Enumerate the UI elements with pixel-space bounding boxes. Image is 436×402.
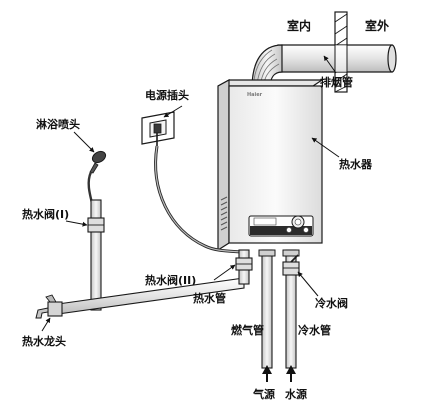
cold-valve	[282, 254, 300, 276]
cold-pipe-label: 冷水管	[298, 323, 331, 337]
brand-logo: Haier	[247, 92, 263, 98]
hot-valve-1-leader	[65, 220, 88, 227]
outdoor-label: 室外	[365, 18, 389, 33]
water-heater-label: 热水器	[339, 157, 373, 171]
cold-valve-leader	[297, 271, 319, 297]
exhaust-pipe-leader	[323, 55, 337, 74]
gas-pipe-label: 燃气管	[230, 323, 264, 337]
hot-faucet-label: 热水龙头	[22, 334, 66, 348]
control-panel	[248, 215, 314, 237]
shower-head-label: 淋浴喷头	[36, 117, 80, 131]
hot-valve-1-label: 热水阀(I)	[22, 207, 69, 221]
exhaust-pipe-label: 排烟管	[320, 75, 353, 89]
hot-water-riser	[90, 199, 102, 311]
power-plug-label: 电源插头	[145, 88, 189, 102]
shower-head	[89, 150, 107, 174]
exhaust-pipe	[250, 44, 397, 92]
hot-faucet-leader	[41, 317, 51, 332]
water-source-arrow	[286, 365, 296, 382]
hot-valve-2-leader	[213, 264, 236, 281]
power-plug-leader	[163, 105, 183, 118]
hot-pipe-label: 热水管	[193, 291, 226, 305]
cold-valve-label: 冷水阀	[315, 296, 348, 310]
water-source-label: 水源	[285, 387, 307, 401]
water-heater: Haier	[217, 78, 324, 252]
water-heater-leader	[311, 137, 340, 158]
hot-faucet	[35, 294, 63, 319]
hot-valve-2-label: 热水阀(II)	[145, 273, 196, 287]
hot-valve-2	[235, 257, 253, 271]
shower-head-leader	[73, 131, 95, 153]
gas-source-arrow	[262, 365, 272, 382]
gas-source-label: 气源	[252, 387, 275, 401]
cold-water-pipe	[282, 249, 300, 369]
power-plug	[141, 111, 175, 146]
hot-valve-1	[87, 217, 105, 233]
gas-pipe	[258, 249, 276, 369]
indoor-label: 室内	[287, 18, 311, 33]
